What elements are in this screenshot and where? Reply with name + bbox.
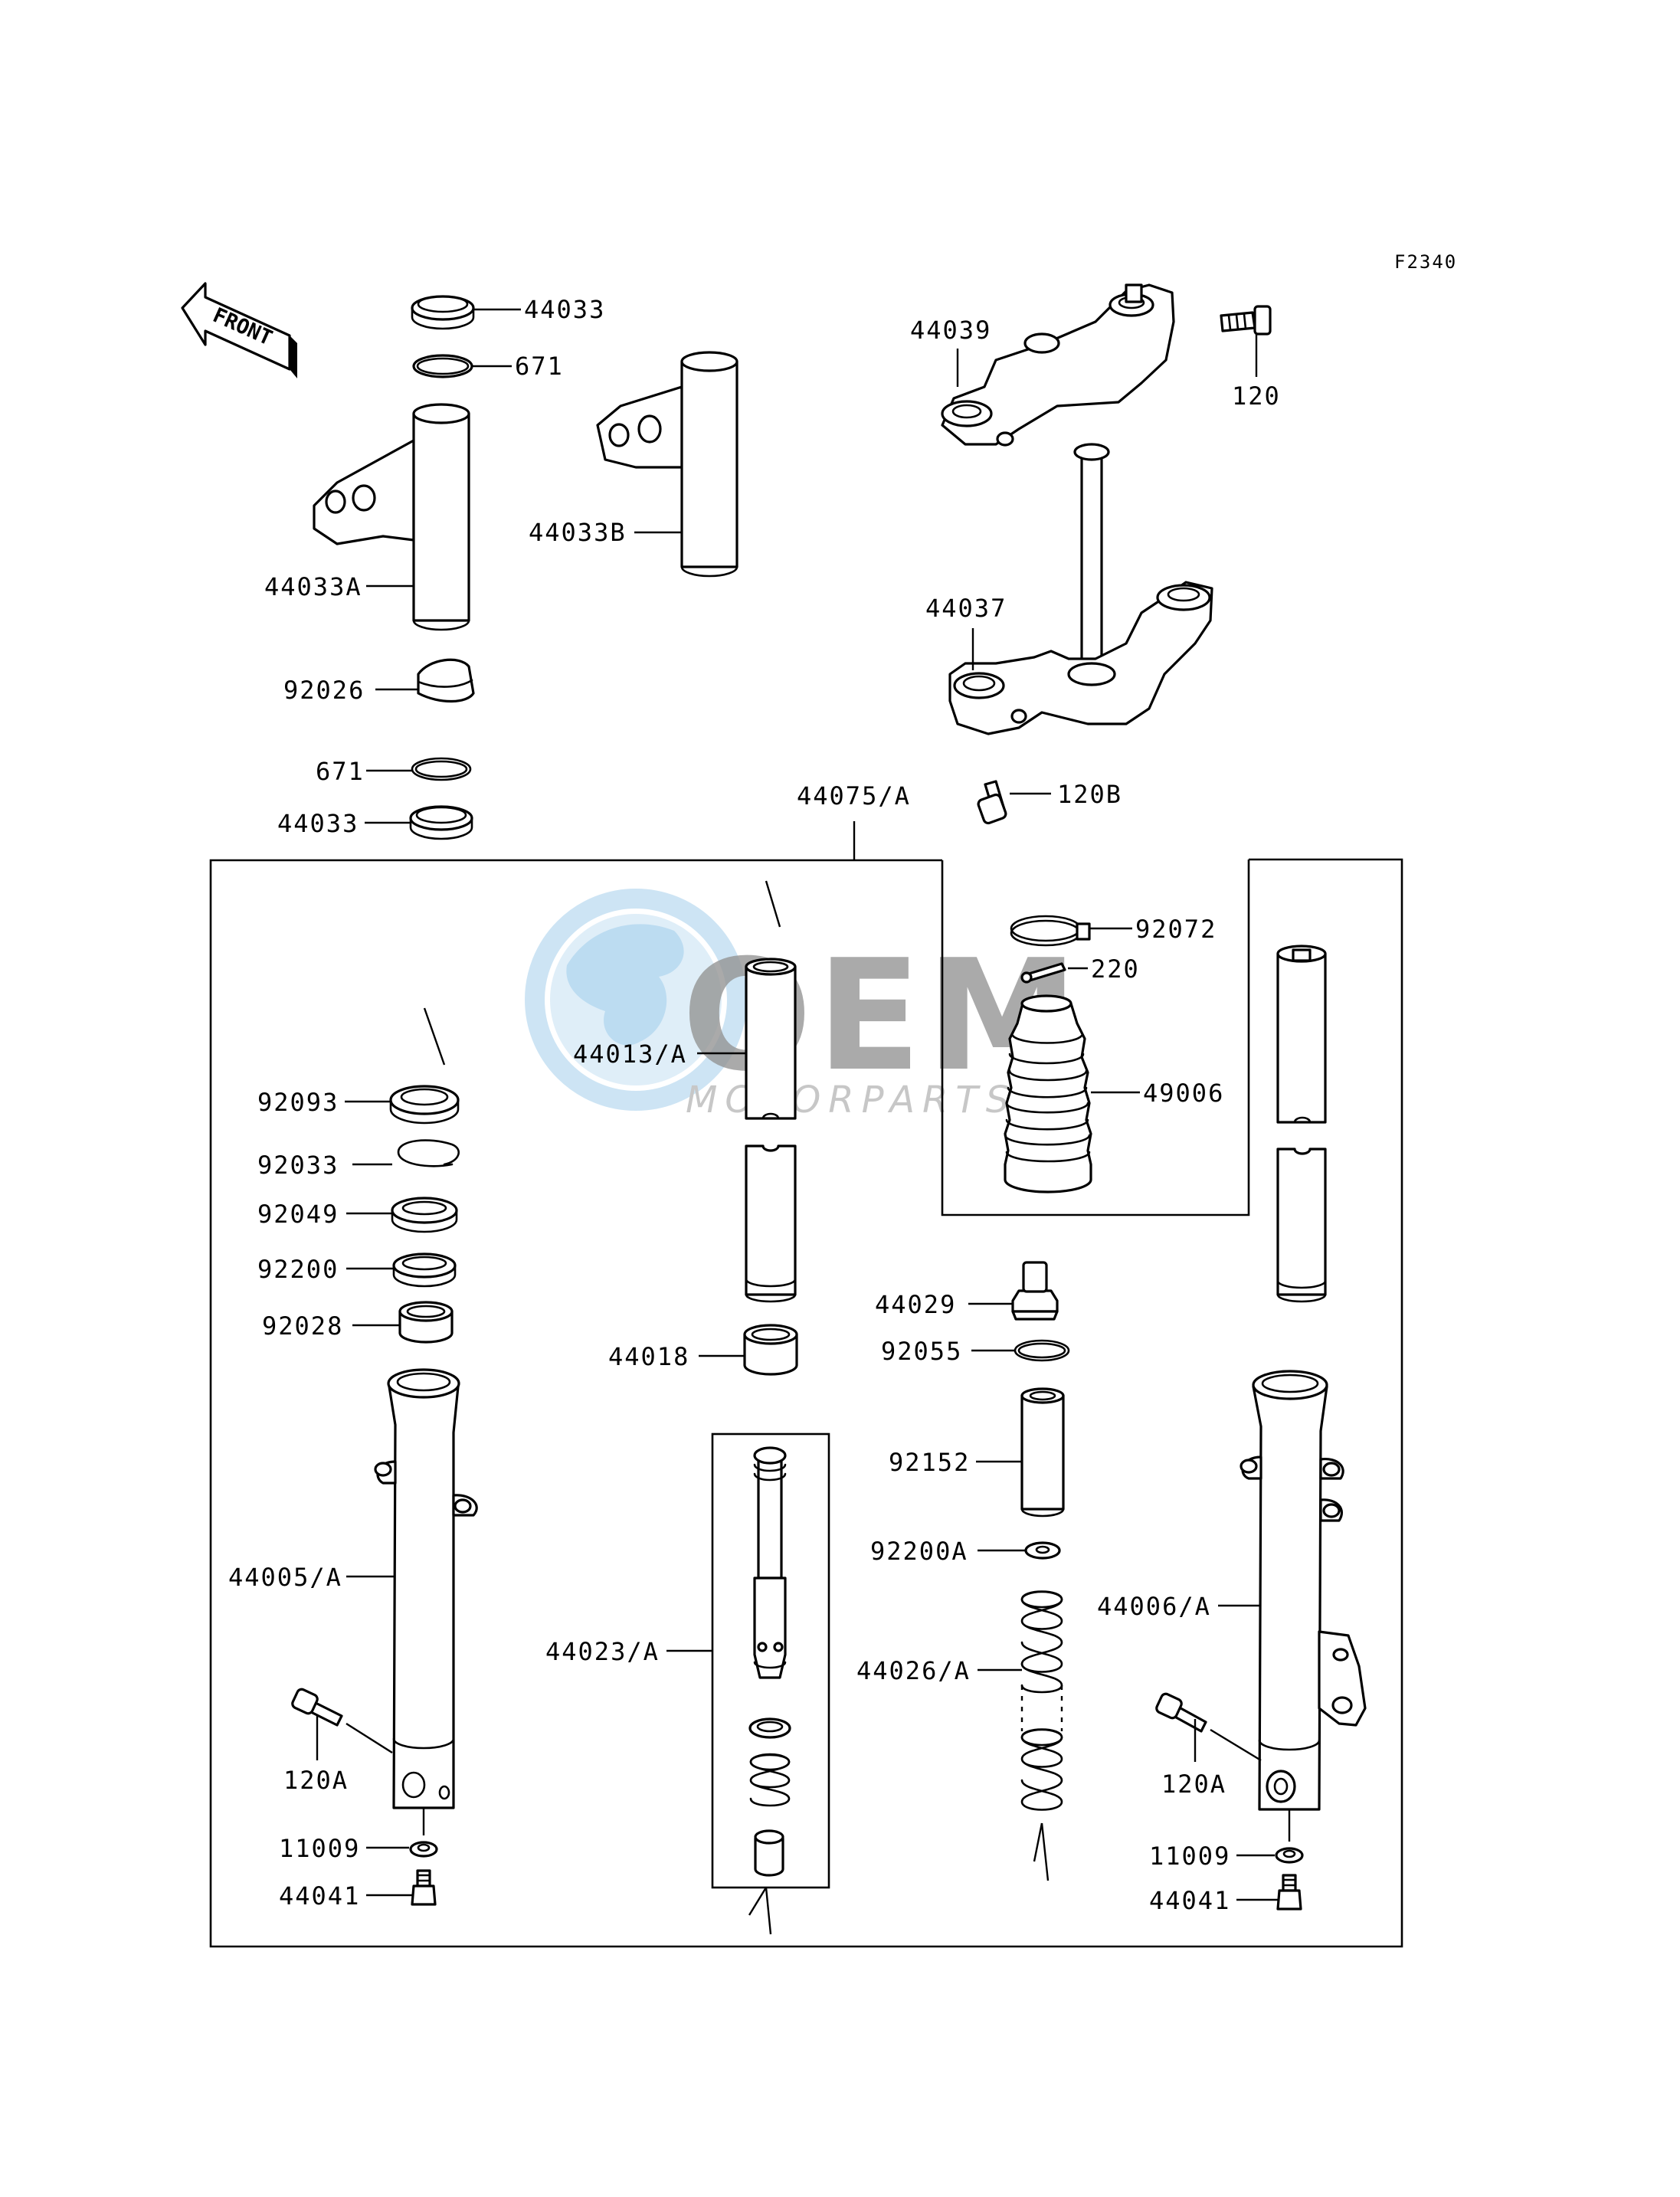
oem-motorparts-watermark: OEM MOTORPARTS — [525, 889, 1079, 1121]
part-label-44041-right: 44041 — [1149, 1886, 1230, 1915]
part-inner-tube-right — [1276, 945, 1327, 1303]
part-11009-left: 11009 — [279, 1808, 438, 1863]
part-label-44023A: 44023/A — [545, 1637, 660, 1666]
part-44013A: 44013/A — [573, 880, 797, 1303]
part-44033A: 44033A — [264, 403, 470, 631]
part-92026: 92026 — [283, 658, 475, 705]
part-44026A: 44026/A — [856, 1590, 1063, 1881]
part-44029: 44029 — [875, 1261, 1059, 1321]
figure-code: F2340 — [1394, 251, 1457, 273]
part-label-11009-left: 11009 — [279, 1834, 360, 1863]
part-label-44033-top: 44033 — [524, 295, 605, 324]
part-label-44041-left: 44041 — [279, 1881, 360, 1911]
part-671-bottom: 671 — [316, 757, 472, 786]
part-label-92026: 92026 — [283, 676, 365, 705]
part-44033-top: 44033 — [411, 295, 605, 330]
part-11009-right: 11009 — [1149, 1809, 1304, 1871]
part-label-44039: 44039 — [910, 316, 991, 345]
part-44006A: 44006/A — [1097, 1370, 1367, 1811]
part-label-92049: 92049 — [257, 1200, 339, 1229]
part-label-44018: 44018 — [608, 1342, 689, 1371]
part-44041-left: 44041 — [279, 1869, 437, 1911]
part-label-120A-right: 120A — [1161, 1770, 1226, 1799]
part-label-44033A: 44033A — [264, 572, 362, 601]
part-label-671-top: 671 — [515, 352, 564, 381]
part-label-44013A: 44013/A — [573, 1040, 687, 1069]
part-label-49006: 49006 — [1143, 1079, 1224, 1108]
part-92152: 92152 — [889, 1387, 1065, 1518]
part-label-92200: 92200 — [257, 1255, 339, 1284]
part-label-120: 120 — [1232, 381, 1281, 411]
part-92028: 92028 — [262, 1301, 454, 1344]
part-label-120A-left: 120A — [283, 1766, 349, 1795]
part-92072-clamp: 92072 — [1010, 915, 1217, 947]
part-120B-bolt: 120B — [977, 780, 1122, 825]
part-120A-bolt-left: 120A — [283, 1688, 393, 1795]
part-label-92028: 92028 — [262, 1311, 343, 1341]
part-44033B: 44033B — [529, 351, 738, 578]
globe-icon — [525, 889, 747, 1111]
part-label-92072: 92072 — [1135, 915, 1217, 944]
part-label-92055: 92055 — [881, 1337, 962, 1366]
part-label-120B: 120B — [1057, 780, 1122, 809]
part-92200A: 92200A — [870, 1537, 1061, 1566]
part-92200: 92200 — [257, 1252, 457, 1288]
part-92093: 92093 — [257, 1007, 460, 1125]
part-671-top: 671 — [412, 352, 564, 381]
part-120A-bolt-right: 120A — [1155, 1692, 1262, 1799]
part-label-671-bottom: 671 — [316, 757, 365, 786]
part-label-92033: 92033 — [257, 1151, 339, 1180]
part-44018: 44018 — [608, 1324, 798, 1376]
watermark-tagline: MOTORPARTS — [686, 1079, 1017, 1121]
part-92049: 92049 — [257, 1197, 458, 1233]
part-label-44033B: 44033B — [529, 518, 627, 547]
fork-assembly-box: 44075/A — [209, 781, 1403, 1948]
front-direction-arrow-icon: FRONT — [181, 282, 297, 378]
part-49006-boot: 49006 — [1004, 994, 1224, 1193]
part-label-44029: 44029 — [875, 1290, 956, 1319]
part-44041-right: 44041 — [1149, 1874, 1302, 1915]
part-label-92200A: 92200A — [870, 1537, 968, 1566]
part-120-bolt: 120 — [1220, 305, 1281, 411]
part-label-44037: 44037 — [925, 594, 1007, 623]
part-92055: 92055 — [881, 1337, 1070, 1366]
part-44039: 44039 — [910, 283, 1175, 447]
part-44037: 44037 — [925, 443, 1213, 735]
part-44005A: 44005/A — [228, 1368, 478, 1809]
part-220-screw: 220 — [1020, 954, 1140, 984]
part-label-44005A: 44005/A — [228, 1563, 342, 1592]
part-label-92093: 92093 — [257, 1088, 339, 1117]
part-label-92152: 92152 — [889, 1448, 970, 1477]
part-label-44075A: 44075/A — [797, 781, 911, 810]
part-92033: 92033 — [257, 1139, 460, 1180]
part-label-44006A: 44006/A — [1097, 1592, 1211, 1621]
part-44033-bottom: 44033 — [277, 805, 473, 840]
part-label-44033-bottom: 44033 — [277, 809, 359, 838]
part-label-44026A: 44026/A — [856, 1656, 971, 1685]
part-44023A: 44023/A — [545, 1432, 830, 1935]
part-label-11009-right: 11009 — [1149, 1842, 1230, 1871]
part-label-220: 220 — [1091, 954, 1140, 984]
